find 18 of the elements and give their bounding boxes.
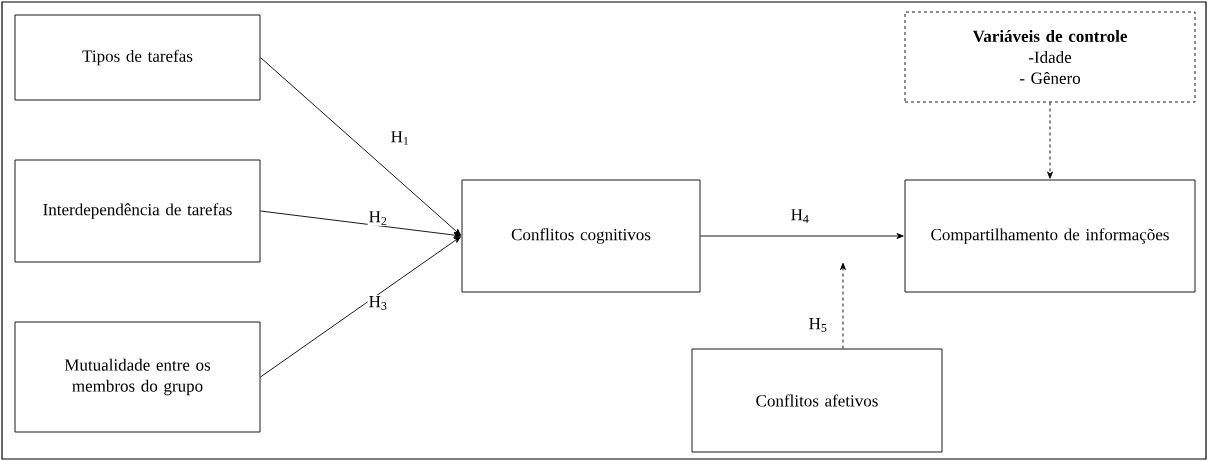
process-box: Interdependência de tarefas	[14, 159, 261, 263]
process-box: Conflitos afetivos	[691, 348, 943, 453]
edge-label: H$_{3}$	[367, 295, 389, 311]
process-box: Compartilhamento de informações	[904, 179, 1196, 293]
arrow	[260, 57, 462, 236]
edge-label: H$_{2}$	[367, 210, 389, 226]
edge-label: H$_{1}$	[389, 130, 411, 146]
arrow	[700, 233, 904, 239]
dashed-box: Variáveis de controle -Idade - Gênero	[904, 11, 1196, 103]
arrow	[840, 262, 846, 349]
arrow	[260, 236, 461, 378]
arrow	[260, 210, 461, 238]
process-box: Tipos de tarefas	[14, 14, 261, 101]
process-box: Mutualidade entre os membros do grupo	[14, 321, 261, 433]
edge-label: H$_{4}$	[789, 208, 811, 224]
arrow	[1047, 102, 1053, 179]
process-box: Conflitos cognitivos	[461, 179, 701, 293]
edge-label: H$_{5}$	[807, 317, 829, 333]
